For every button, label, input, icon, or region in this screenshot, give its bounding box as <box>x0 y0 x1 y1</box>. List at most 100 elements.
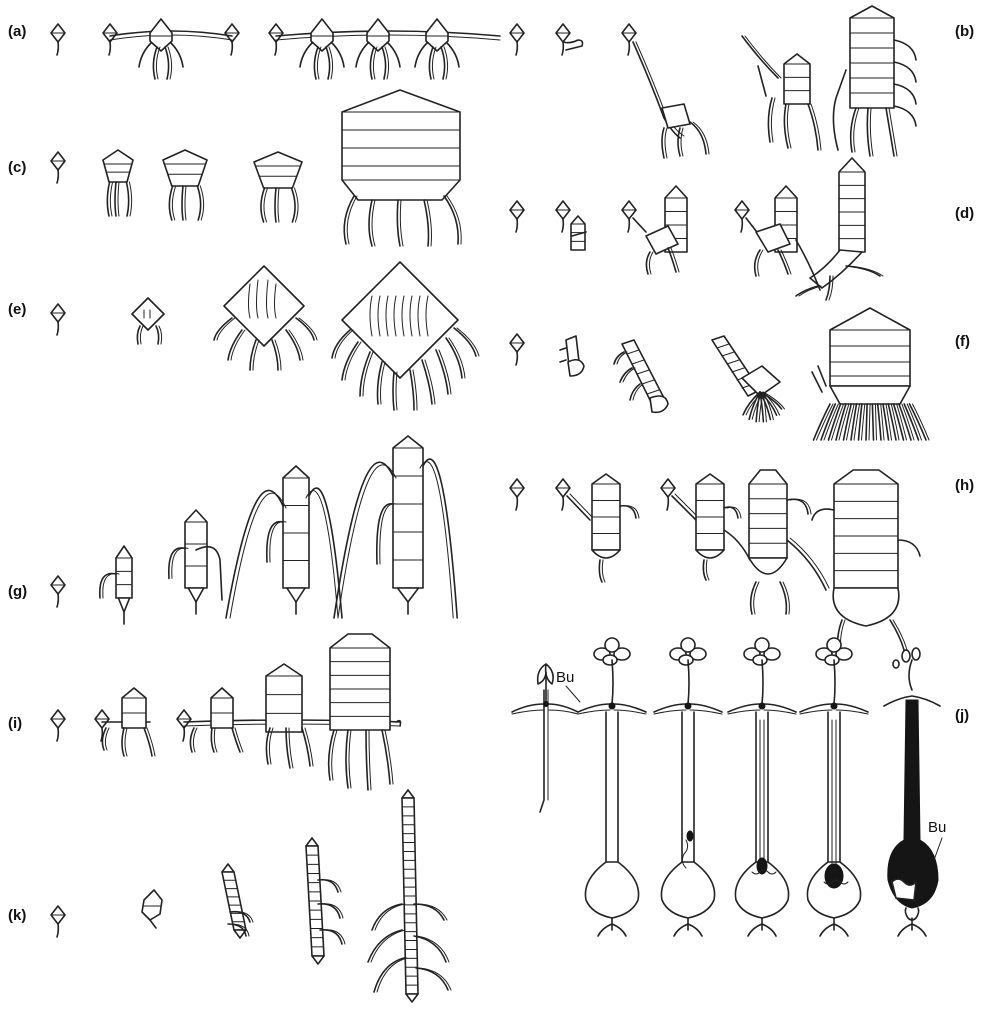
petiole <box>762 660 763 704</box>
root <box>424 200 429 246</box>
panel-label-c: (c) <box>8 160 26 175</box>
cotyledon <box>728 710 796 714</box>
root <box>748 918 776 936</box>
rhizome-node <box>426 19 448 51</box>
cotyledon <box>578 710 646 714</box>
bud-leader <box>566 686 580 702</box>
root <box>846 266 880 276</box>
root-edge <box>875 404 876 440</box>
root-edge <box>118 182 119 216</box>
root <box>275 188 276 222</box>
panel-i <box>51 634 401 790</box>
root <box>599 560 602 582</box>
root-edge <box>372 200 375 246</box>
root <box>329 730 334 780</box>
lateral-root <box>894 62 916 82</box>
panel-label-j: (j) <box>955 708 969 723</box>
invasion-mass <box>757 858 767 874</box>
leaflet <box>902 650 910 662</box>
bud-dot <box>759 703 765 709</box>
segmented-stem <box>696 474 724 550</box>
tuber <box>103 150 133 182</box>
stem-cap <box>306 838 318 846</box>
root-edge <box>172 186 175 220</box>
root <box>820 918 848 936</box>
root <box>393 372 394 410</box>
shoot-edge <box>570 494 593 518</box>
panel-label-h: (h) <box>955 478 974 493</box>
panel-b <box>510 6 916 158</box>
bud-stalk <box>741 219 742 232</box>
side-root <box>388 43 400 67</box>
root-edge <box>665 128 667 158</box>
bud-dot <box>544 702 549 707</box>
shoot <box>812 366 826 392</box>
tuber <box>142 890 162 920</box>
side-root <box>356 43 368 67</box>
bud-stalk <box>57 322 58 335</box>
bud-stalk <box>667 497 668 510</box>
root-edge <box>140 326 143 344</box>
root <box>100 574 116 599</box>
root-edge <box>886 404 892 440</box>
tuber <box>132 298 164 330</box>
root <box>291 188 295 222</box>
bud-stalk <box>516 352 517 365</box>
root-edge <box>105 728 109 750</box>
leaflet <box>603 655 617 665</box>
root <box>414 904 444 920</box>
panel-label-a: (a) <box>8 24 26 39</box>
root-edge <box>193 728 197 752</box>
root <box>872 404 873 440</box>
stem-tip <box>406 994 418 1002</box>
rhizome-node <box>367 19 389 51</box>
root <box>165 47 169 79</box>
root <box>267 522 283 562</box>
root <box>878 404 881 440</box>
blackened-hypocotyl <box>904 700 920 840</box>
swollen-base <box>585 862 638 918</box>
root-edge <box>706 560 709 580</box>
root <box>228 330 242 360</box>
root <box>377 504 393 564</box>
root <box>614 352 624 364</box>
bud-stalk <box>562 219 563 232</box>
stem-tip <box>287 588 305 602</box>
panel-j <box>512 638 942 936</box>
bud-annotation-bottom: Bu <box>928 820 946 835</box>
root <box>867 108 870 156</box>
bud-dot <box>609 703 615 709</box>
root <box>851 108 856 152</box>
infection-mass <box>687 831 693 841</box>
root <box>674 918 702 936</box>
root <box>366 730 368 790</box>
bud-stalk <box>562 42 563 55</box>
cotyledon <box>800 710 868 714</box>
leaflet <box>605 638 619 652</box>
bud-stalk <box>183 728 184 741</box>
side-root <box>139 43 151 67</box>
bud-dot <box>831 703 837 709</box>
leaflet <box>893 660 899 668</box>
root-edge <box>439 350 451 394</box>
root <box>197 186 200 220</box>
root-edge <box>159 326 162 344</box>
bud-stalk <box>57 924 58 937</box>
arching-root-edge <box>420 462 453 618</box>
root <box>678 128 680 156</box>
cotyledon <box>654 710 722 714</box>
petiole <box>909 660 912 690</box>
bud-stalk <box>57 594 58 607</box>
barrel-base <box>830 386 910 404</box>
tuber <box>568 360 584 376</box>
root-edge <box>432 47 436 79</box>
shoot-node <box>662 104 690 128</box>
bud-stalk <box>516 497 517 510</box>
root <box>302 728 310 766</box>
lateral-root <box>894 84 916 104</box>
side-root <box>812 509 834 520</box>
panel-g <box>51 436 457 624</box>
root-edge <box>349 730 351 788</box>
root <box>211 728 214 752</box>
